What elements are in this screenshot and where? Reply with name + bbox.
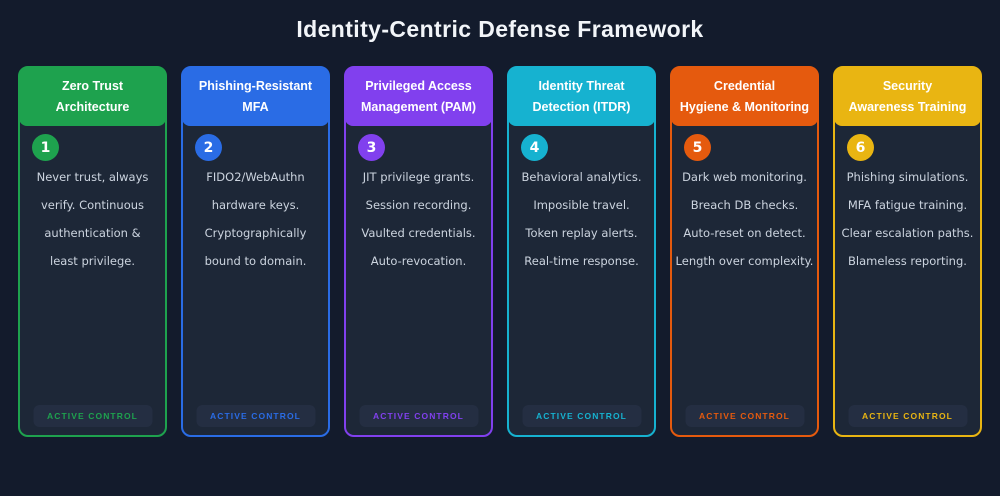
card-title: Phishing-Resistant [198, 78, 313, 93]
step-number-badge: 1 [32, 134, 59, 161]
active-control-badge: ACTIVE CONTROL [685, 405, 804, 427]
body-line: Phishing simulations. [846, 170, 969, 184]
body-line: Blameless reporting. [848, 254, 967, 268]
card-header: Privileged Access Management (PAM) [345, 67, 492, 126]
body-line: Auto-reset on detect. [683, 226, 806, 240]
body-line: Breach DB checks. [690, 198, 799, 212]
page-title: Identity-Centric Defense Framework [296, 16, 704, 42]
card-title: Hygiene & Monitoring [679, 99, 810, 114]
body-line: hardware keys. [211, 198, 300, 212]
body-line: verify. Continuous [40, 198, 145, 212]
card-title: MFA [242, 99, 269, 114]
body-line: Imposible travel. [533, 198, 630, 212]
card-header: Identity Threat Detection (ITDR) [508, 67, 655, 126]
card-phishing-resistant-mfa: Phishing-Resistant MFA 2 FIDO2/WebAuthn … [181, 66, 330, 437]
body-line: Vaulted credentials. [361, 226, 476, 240]
card-title: Identity Threat [538, 78, 625, 93]
card-body-text: Never trust, always verify. Continuous a… [20, 163, 165, 275]
body-line: least privilege. [50, 254, 135, 268]
card-header: Credential Hygiene & Monitoring [671, 67, 818, 126]
card-body-text: FIDO2/WebAuthn hardware keys. Cryptograp… [183, 163, 328, 275]
body-line: Auto-revocation. [370, 254, 467, 268]
card-title: Zero Trust [61, 78, 124, 93]
card-header: Zero Trust Architecture [19, 67, 166, 126]
card-identity-threat-detection: Identity Threat Detection (ITDR) 4 Behav… [507, 66, 656, 437]
body-line: FIDO2/WebAuthn [206, 170, 305, 184]
active-control-badge: ACTIVE CONTROL [359, 405, 478, 427]
card-zero-trust-architecture: Zero Trust Architecture 1 Never trust, a… [18, 66, 167, 437]
body-line: Length over complexity. [675, 254, 814, 268]
card-body-text: JIT privilege grants. Session recording.… [346, 163, 491, 275]
step-number-badge: 5 [684, 134, 711, 161]
cards-row: Zero Trust Architecture 1 Never trust, a… [0, 66, 1000, 437]
card-credential-hygiene-monitoring: Credential Hygiene & Monitoring 5 Dark w… [670, 66, 819, 437]
card-title: Awareness Training [848, 99, 967, 114]
body-line: Clear escalation paths. [841, 226, 974, 240]
body-line: Dark web monitoring. [682, 170, 807, 184]
body-line: Token replay alerts. [525, 226, 638, 240]
body-line: Cryptographically [204, 226, 307, 240]
step-number-badge: 3 [358, 134, 385, 161]
body-line: MFA fatigue training. [847, 198, 968, 212]
body-line: Session recording. [365, 198, 472, 212]
active-control-badge: ACTIVE CONTROL [848, 405, 967, 427]
body-line: JIT privilege grants. [362, 170, 475, 184]
body-line: authentication & [44, 226, 141, 240]
card-body-text: Dark web monitoring. Breach DB checks. A… [672, 163, 817, 275]
body-line: Never trust, always [36, 170, 149, 184]
body-line: bound to domain. [204, 254, 307, 268]
card-body-text: Phishing simulations. MFA fatigue traini… [835, 163, 980, 275]
card-title: Management (PAM) [360, 99, 477, 114]
step-number-badge: 2 [195, 134, 222, 161]
card-title: Privileged Access [365, 78, 472, 93]
body-line: Real-time response. [524, 254, 639, 268]
active-control-badge: ACTIVE CONTROL [522, 405, 641, 427]
step-number-badge: 6 [847, 134, 874, 161]
card-header: Phishing-Resistant MFA [182, 67, 329, 126]
active-control-badge: ACTIVE CONTROL [33, 405, 152, 427]
card-title: Security [882, 78, 933, 93]
card-header: Security Awareness Training [834, 67, 981, 126]
card-body-text: Behavioral analytics. Imposible travel. … [509, 163, 654, 275]
step-number-badge: 4 [521, 134, 548, 161]
card-title: Architecture [55, 99, 130, 114]
card-security-awareness-training: Security Awareness Training 6 Phishing s… [833, 66, 982, 437]
body-line: Behavioral analytics. [521, 170, 642, 184]
active-control-badge: ACTIVE CONTROL [196, 405, 315, 427]
card-privileged-access-management: Privileged Access Management (PAM) 3 JIT… [344, 66, 493, 437]
card-title: Detection (ITDR) [532, 99, 631, 114]
card-title: Credential [713, 78, 776, 93]
